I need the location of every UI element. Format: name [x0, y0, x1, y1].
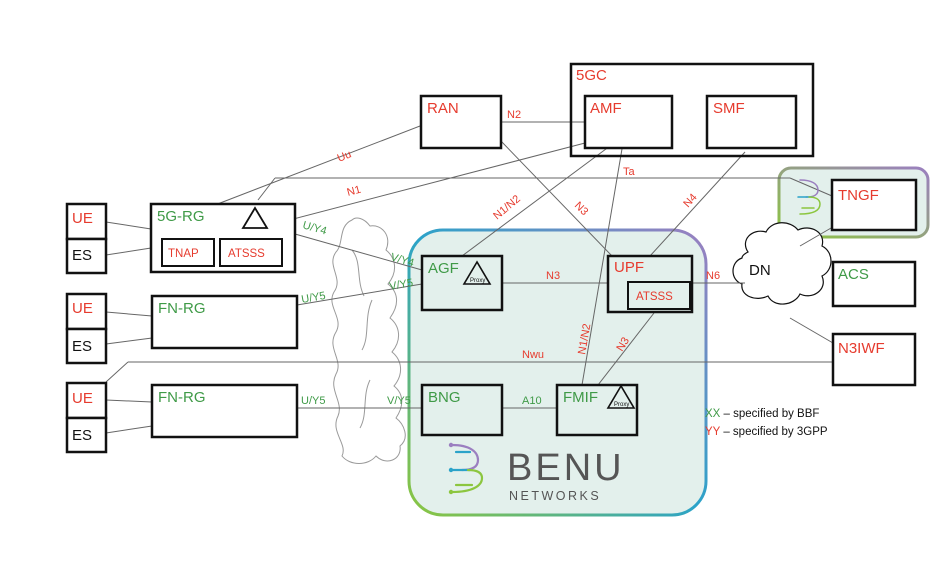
- iface-nwu: Nwu: [522, 349, 544, 361]
- fmif-proxy-label: Proxy: [614, 402, 629, 408]
- iface-ta: Ta: [623, 166, 636, 178]
- tngf-logo-mark: [797, 179, 821, 215]
- 5gc-label: 5GC: [576, 67, 607, 84]
- n3iwf-box: [831, 332, 917, 387]
- ue-box-2: [65, 292, 108, 331]
- fmif-proxy-triangle-icon: [606, 384, 636, 409]
- es-box-3: [65, 416, 108, 454]
- n3iwf-label: N3IWF: [838, 340, 885, 357]
- triangle-icon: [241, 206, 269, 229]
- iface-a10: A10: [522, 395, 542, 407]
- tngf-box: [830, 178, 918, 232]
- iface-uy4: U/Y4: [301, 219, 328, 237]
- tngf-label: TNGF: [838, 187, 879, 204]
- es-box-1: [65, 237, 108, 275]
- connection-lines: [105, 121, 839, 434]
- atsss-rg-label: ATSSS: [228, 248, 265, 260]
- legend-bbf: XX – specified by BBF: [705, 408, 819, 420]
- legend-bbf-text: – specified by BBF: [720, 408, 819, 420]
- atsss-rg-box: [219, 238, 283, 267]
- 5gc-box: [569, 62, 815, 158]
- ue-label-1: UE: [72, 210, 93, 227]
- benu-logo-mark: [448, 442, 484, 495]
- es-box-2: [65, 327, 108, 365]
- es-label-3: ES: [72, 427, 92, 444]
- iface-n4: N4: [681, 192, 699, 210]
- access-cloud: [331, 217, 406, 464]
- agf-proxy-triangle-icon: [462, 260, 492, 285]
- legend-3gpp-code: YY: [705, 426, 721, 438]
- tnap-box: [161, 238, 215, 267]
- dn-cloud: [732, 222, 832, 305]
- bng-label: BNG: [428, 389, 461, 406]
- iface-vy5-b: V/Y5: [387, 395, 411, 407]
- iface-uy5-a: U/Y5: [300, 290, 326, 306]
- iface-uy5-b: U/Y5: [301, 395, 325, 407]
- dn-label: DN: [749, 262, 771, 279]
- ran-label: RAN: [427, 100, 459, 117]
- iface-n3-upper: N3: [572, 200, 590, 218]
- agf-label: AGF: [428, 260, 459, 277]
- iface-n2: N2: [507, 109, 521, 121]
- iface-n3-mid: N3: [546, 270, 560, 282]
- fmif-label: FMIF: [563, 389, 598, 406]
- legend-3gpp-text: – specified by 3GPP: [720, 426, 828, 438]
- fmif-box: [555, 383, 639, 437]
- amf-box: [583, 94, 674, 150]
- legend-3gpp: YY – specified by 3GPP: [705, 426, 828, 438]
- benu-logo-name: BENU: [507, 447, 625, 489]
- iface-n1: N1: [346, 184, 363, 199]
- smf-label: SMF: [713, 100, 745, 117]
- upf-label: UPF: [614, 259, 644, 276]
- benu-logo-sub: NETWORKS: [509, 489, 601, 503]
- fn-rg-label-1: FN-RG: [158, 300, 206, 317]
- 5g-rg-label: 5G-RG: [157, 208, 205, 225]
- legend-bbf-code: XX: [705, 408, 721, 420]
- iface-n1n2-upper: N1/N2: [491, 193, 523, 222]
- iface-n6: N6: [706, 270, 720, 282]
- agf-proxy-label: Proxy: [470, 278, 485, 284]
- iface-uu: Uu: [336, 148, 354, 164]
- tnap-label: TNAP: [168, 248, 199, 260]
- acs-label: ACS: [838, 266, 869, 283]
- amf-label: AMF: [590, 100, 622, 117]
- acs-box: [831, 260, 917, 308]
- fn-rg-box-2: [150, 383, 299, 439]
- ran-box: [419, 94, 503, 150]
- fn-rg-label-2: FN-RG: [158, 389, 206, 406]
- iface-vy5-a: V/Y5: [388, 277, 414, 293]
- legend: XX – specified by BBF YY – specified by …: [705, 408, 828, 438]
- atsss-upf-label: ATSSS: [636, 291, 673, 303]
- es-label-1: ES: [72, 247, 92, 264]
- smf-box: [705, 94, 798, 150]
- bng-box: [420, 383, 504, 437]
- iface-n1n2-lower: N1/N2: [576, 323, 593, 356]
- es-label-2: ES: [72, 338, 92, 355]
- ue-label-2: UE: [72, 300, 93, 317]
- fn-rg-box-1: [150, 294, 299, 350]
- ue-label-3: UE: [72, 390, 93, 407]
- atsss-upf-box: [627, 281, 691, 310]
